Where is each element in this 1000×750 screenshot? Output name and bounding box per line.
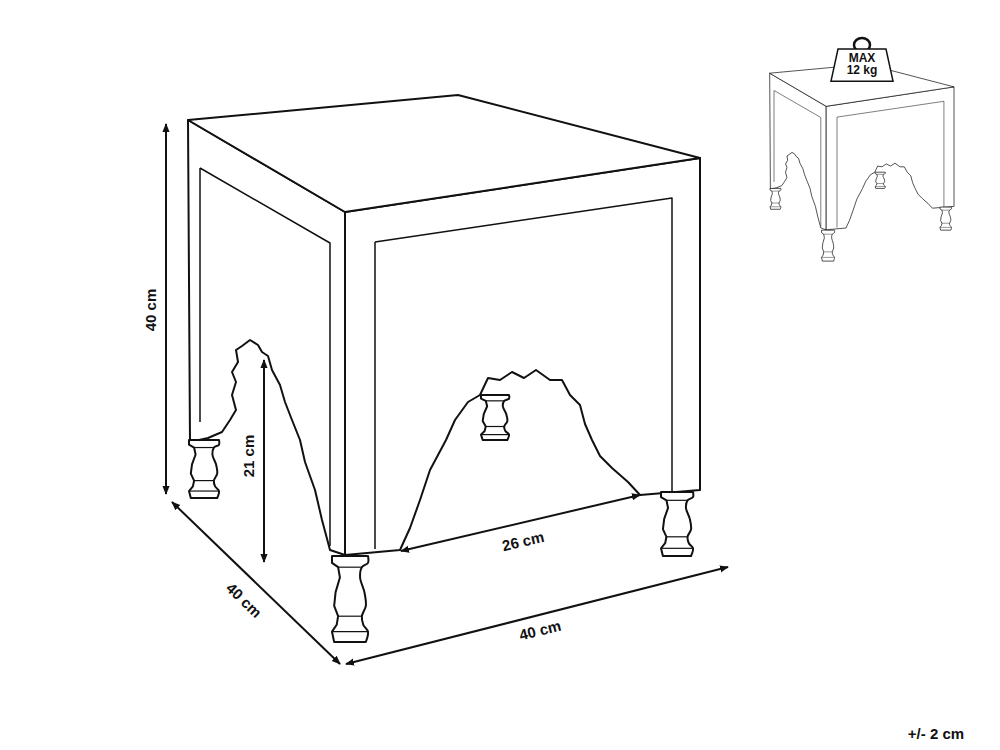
leg-ring bbox=[194, 447, 214, 448]
leg-ring bbox=[661, 548, 693, 549]
tolerance-note: +/- 2 cm bbox=[908, 726, 964, 741]
turned-leg bbox=[481, 395, 509, 440]
leg-ring bbox=[338, 567, 362, 568]
leg-ring bbox=[338, 616, 362, 617]
dimension-label: 40 cm bbox=[518, 618, 563, 643]
turned-leg bbox=[661, 492, 693, 556]
dimension-label: 26 cm bbox=[501, 529, 546, 553]
leg-ring bbox=[481, 434, 509, 435]
leg-ring bbox=[666, 500, 687, 501]
leg-ring bbox=[194, 480, 214, 481]
dimension-lines bbox=[166, 124, 728, 664]
dimension-label: 40 cm bbox=[143, 289, 158, 332]
leg-ring bbox=[486, 400, 504, 401]
turned-leg bbox=[332, 556, 368, 642]
dimension-label: 21 cm bbox=[241, 435, 256, 478]
leg-ring bbox=[666, 536, 687, 537]
weight-icon: MAX 12 kg bbox=[830, 36, 894, 82]
leg-ring bbox=[189, 490, 219, 491]
weight-limit: MAX 12 kg bbox=[842, 52, 882, 77]
leg-ring bbox=[332, 631, 368, 632]
stool-drawing bbox=[188, 95, 700, 642]
turned-leg bbox=[189, 440, 219, 498]
leg-ring bbox=[486, 426, 504, 427]
weight-body bbox=[831, 49, 893, 81]
